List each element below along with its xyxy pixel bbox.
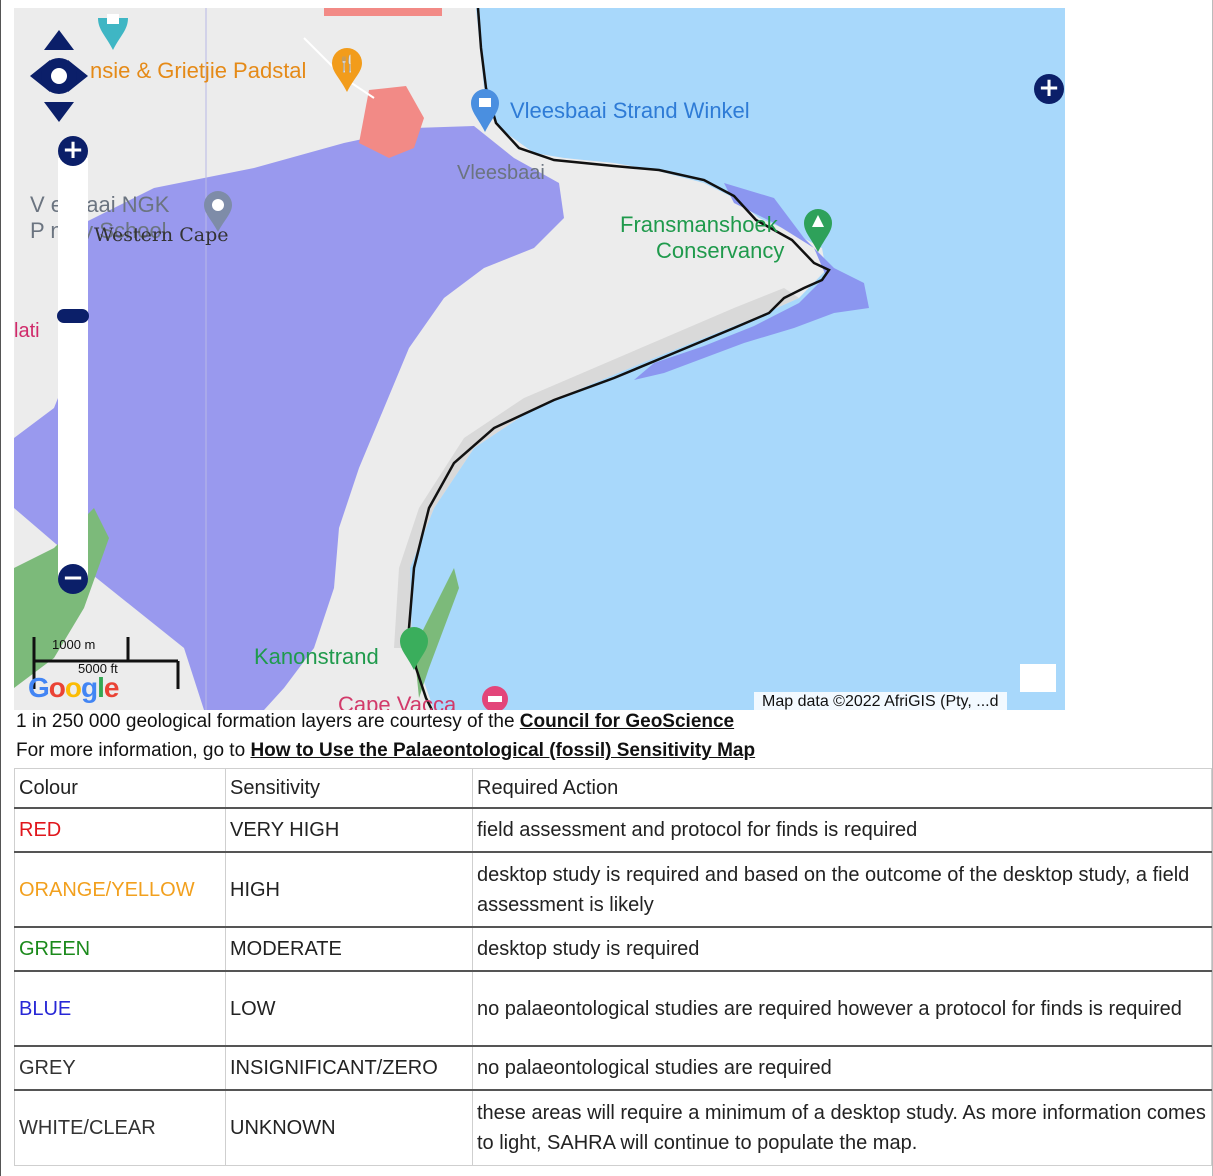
hospital-pin-icon[interactable] (96, 8, 130, 52)
header-required-action: Required Action (472, 768, 1212, 809)
restaurant-pin-icon[interactable]: 🍴 (330, 46, 364, 94)
sensitivity-cell: MODERATE (225, 926, 473, 972)
lati-label: lati (14, 320, 40, 342)
google-logo-letter: o (64, 672, 82, 703)
sensitivity-map[interactable]: nsie & Grietjie Padstal 🍴 Vleesbaai Stra… (14, 8, 1065, 710)
colour-cell: GREY (14, 1045, 226, 1091)
council-geoscience-link[interactable]: Council for GeoScience (519, 711, 735, 732)
colour-cell: GREEN (14, 926, 226, 972)
padstal-label[interactable]: nsie & Grietjie Padstal (90, 58, 307, 83)
sensitivity-cell: UNKNOWN (225, 1089, 473, 1166)
scale-metric-label: 1000 m (52, 637, 96, 652)
scale-bar: 1000 m 5000 ft (32, 635, 197, 696)
sensitivity-cell: HIGH (225, 851, 473, 928)
action-cell: no palaeontological studies are required… (472, 970, 1212, 1047)
map-attribution: Map data ©2022 AfriGIS (Pty, ...d (754, 692, 1007, 710)
google-logo-letter: l (97, 672, 105, 703)
colour-cell: WHITE/CLEAR (14, 1089, 226, 1166)
action-cell: desktop study is required (472, 926, 1212, 972)
action-cell: no palaeontological studies are required (472, 1045, 1212, 1091)
table-header-row: Colour Sensitivity Required Action (14, 768, 1212, 809)
sensitivity-cell: INSIGNIFICANT/ZERO (225, 1045, 473, 1091)
shopping-pin-icon[interactable] (469, 88, 501, 134)
very-high-zone (359, 86, 424, 158)
sensitivity-cell: LOW (225, 970, 473, 1047)
google-logo-letter: e (103, 672, 120, 703)
header-colour: Colour (14, 768, 226, 809)
kanonstrand-label[interactable]: Kanonstrand (254, 644, 379, 669)
action-cell: field assessment and protocol for finds … (472, 807, 1212, 853)
very-high-zone-top (324, 8, 442, 16)
school-label-line1[interactable]: V esbaai NGK (30, 192, 170, 217)
coastline-boundary (407, 8, 831, 710)
action-cell: desktop study is required and based on t… (472, 851, 1212, 928)
google-logo-letter: o (48, 672, 66, 703)
cape-vacca-label[interactable]: Cape Vacca (338, 692, 457, 710)
zoom-slider-track[interactable] (58, 158, 88, 580)
zoom-slider-knob[interactable] (57, 309, 89, 323)
school-label-line2[interactable]: P nary School (30, 218, 167, 243)
vleesbaai-label: Vleesbaai (457, 162, 545, 184)
low-sensitivity-zone (14, 126, 564, 710)
colour-cell: ORANGE/YELLOW (14, 851, 226, 928)
hotel-pin-icon[interactable] (480, 684, 510, 710)
google-logo-letter: G (28, 672, 50, 703)
map-corner-box (1020, 664, 1056, 692)
svg-text:🍴: 🍴 (337, 54, 357, 73)
action-cell: these areas will require a minimum of a … (472, 1089, 1212, 1166)
zoom-out-button[interactable]: − (58, 564, 88, 594)
beach-pin-icon[interactable] (398, 626, 430, 672)
sensitivity-cell: VERY HIGH (225, 807, 473, 853)
fransmanshoek-label-line2[interactable]: Conservancy (656, 238, 785, 263)
moderate-zone-coast (414, 568, 459, 698)
colour-cell: RED (14, 807, 226, 853)
info-line-howto: For more information, go to How to Use t… (16, 740, 755, 762)
sea-area (410, 8, 1065, 710)
layer-expand-button[interactable]: + (1034, 74, 1064, 104)
pan-down-icon (44, 102, 74, 122)
low-sensitivity-shoal (634, 183, 869, 380)
colour-cell: BLUE (14, 970, 226, 1047)
winkel-label[interactable]: Vleesbaai Strand Winkel (510, 98, 750, 123)
park-pin-icon[interactable] (802, 208, 834, 254)
info-line-geoscience: 1 in 250 000 geological formation layers… (16, 711, 734, 733)
scale-imperial-label: 5000 ft (78, 661, 118, 676)
info-line2-text: For more information, go to (16, 740, 251, 761)
how-to-use-link[interactable]: How to Use the Palaeontological (fossil)… (250, 740, 756, 761)
western-cape-label: Western Cape (94, 224, 229, 246)
scale-bar-lines (32, 637, 180, 689)
google-logo: Google (28, 672, 120, 704)
school-pin-icon[interactable] (202, 190, 234, 234)
zoom-in-button[interactable]: + (58, 136, 88, 166)
google-logo-letter: g (81, 672, 98, 703)
pan-control[interactable] (28, 28, 90, 124)
header-sensitivity: Sensitivity (225, 768, 473, 809)
pan-up-icon (44, 30, 74, 50)
map-base-layer (14, 8, 1065, 710)
fransmanshoek-label-line1[interactable]: Fransmanshoek (620, 212, 778, 237)
info-line1-text: 1 in 250 000 geological formation layers… (16, 711, 520, 732)
